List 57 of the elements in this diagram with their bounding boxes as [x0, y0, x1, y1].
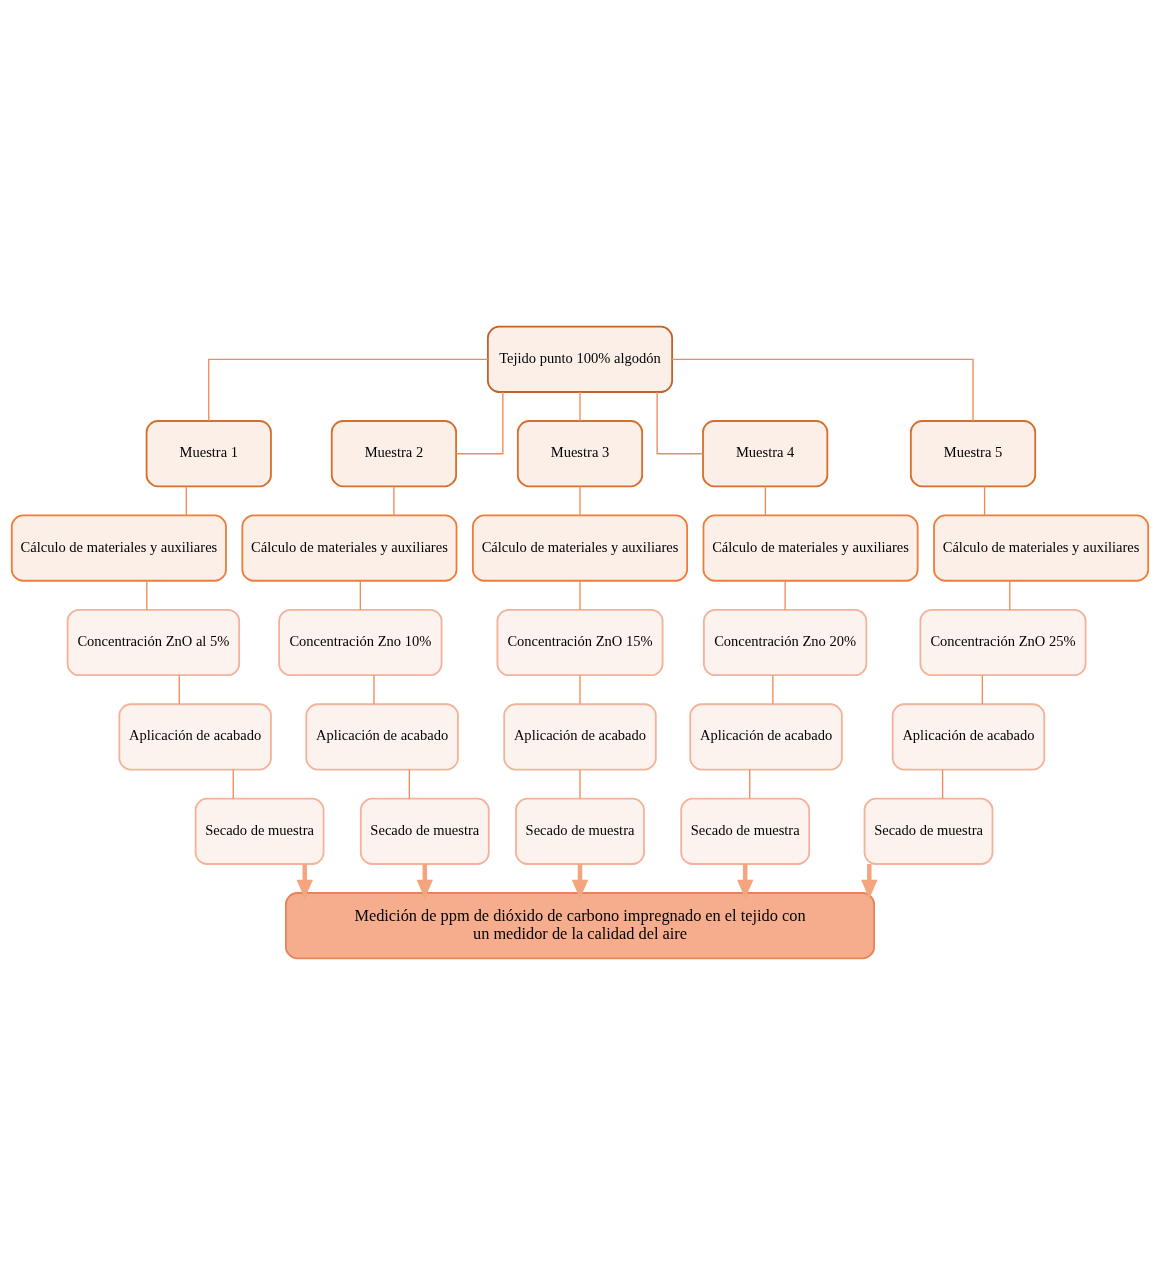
node-box: Secado de muestra	[194, 797, 325, 865]
node-box: Aplicación de acabado	[503, 702, 657, 770]
connector	[393, 485, 395, 516]
connector	[178, 674, 180, 705]
node-box: Concentración ZnO 25%	[919, 608, 1087, 676]
connector	[749, 768, 751, 799]
connector	[579, 579, 581, 610]
connector	[146, 579, 148, 610]
connector	[232, 768, 234, 799]
arrow	[861, 863, 878, 899]
connector	[208, 358, 489, 422]
node-box: Cálculo de materiales y auxiliares	[933, 514, 1150, 582]
connector	[784, 579, 786, 610]
connector	[764, 485, 767, 516]
node-box: Cálculo de materiales y auxiliares	[702, 514, 919, 582]
arrow	[571, 863, 589, 899]
connector	[408, 768, 411, 799]
node-box: Muestra 5	[909, 419, 1037, 487]
node-box: Cálculo de materiales y auxiliares	[241, 514, 458, 582]
connector	[579, 390, 581, 422]
connector	[579, 674, 581, 705]
connector	[185, 485, 187, 516]
node-box: Muestra 1	[145, 419, 272, 487]
connector	[455, 390, 504, 454]
node-box: Tejido punto 100% algodón	[486, 325, 674, 393]
node-box: Muestra 4	[702, 419, 829, 487]
connector	[579, 485, 581, 516]
node-box: Concentración Zno 10%	[278, 608, 443, 676]
connector	[941, 768, 944, 799]
connector	[983, 485, 986, 516]
node-box: Cálculo de materiales y auxiliares	[471, 514, 688, 582]
node-box: Concentración ZnO al 5%	[66, 608, 241, 676]
node-box: Aplicación de acabado	[689, 702, 843, 770]
node-box: Secado de muestra	[359, 797, 490, 865]
node-box: Aplicación de acabado	[118, 702, 272, 770]
connector	[656, 390, 704, 454]
node-box: Concentración Zno 20%	[703, 608, 868, 676]
node-box: Muestra 2	[330, 419, 457, 487]
connector	[671, 358, 974, 422]
connector	[772, 674, 774, 705]
node-box: Muestra 3	[516, 419, 644, 487]
connector	[579, 768, 581, 799]
node-box: Cálculo de materiales y auxiliares	[10, 514, 227, 582]
node-box: Secado de muestra	[680, 797, 811, 865]
arrow	[736, 863, 754, 899]
arrow	[416, 863, 433, 899]
connector	[1009, 579, 1011, 610]
node-box: Medición de ppm de dióxido de carbono impregnado en el tejido con un medidor de la calidad del aire	[285, 891, 875, 959]
connector	[981, 674, 983, 705]
node-box: Aplicación de acabado	[305, 702, 459, 770]
node-box: Secado de muestra	[863, 797, 994, 865]
node-box: Concentración ZnO 15%	[496, 608, 664, 676]
connector	[373, 674, 375, 705]
node-box: Secado de muestra	[515, 797, 645, 865]
arrow	[296, 863, 313, 899]
node-box: Aplicación de acabado	[891, 702, 1046, 770]
connector	[359, 579, 361, 610]
